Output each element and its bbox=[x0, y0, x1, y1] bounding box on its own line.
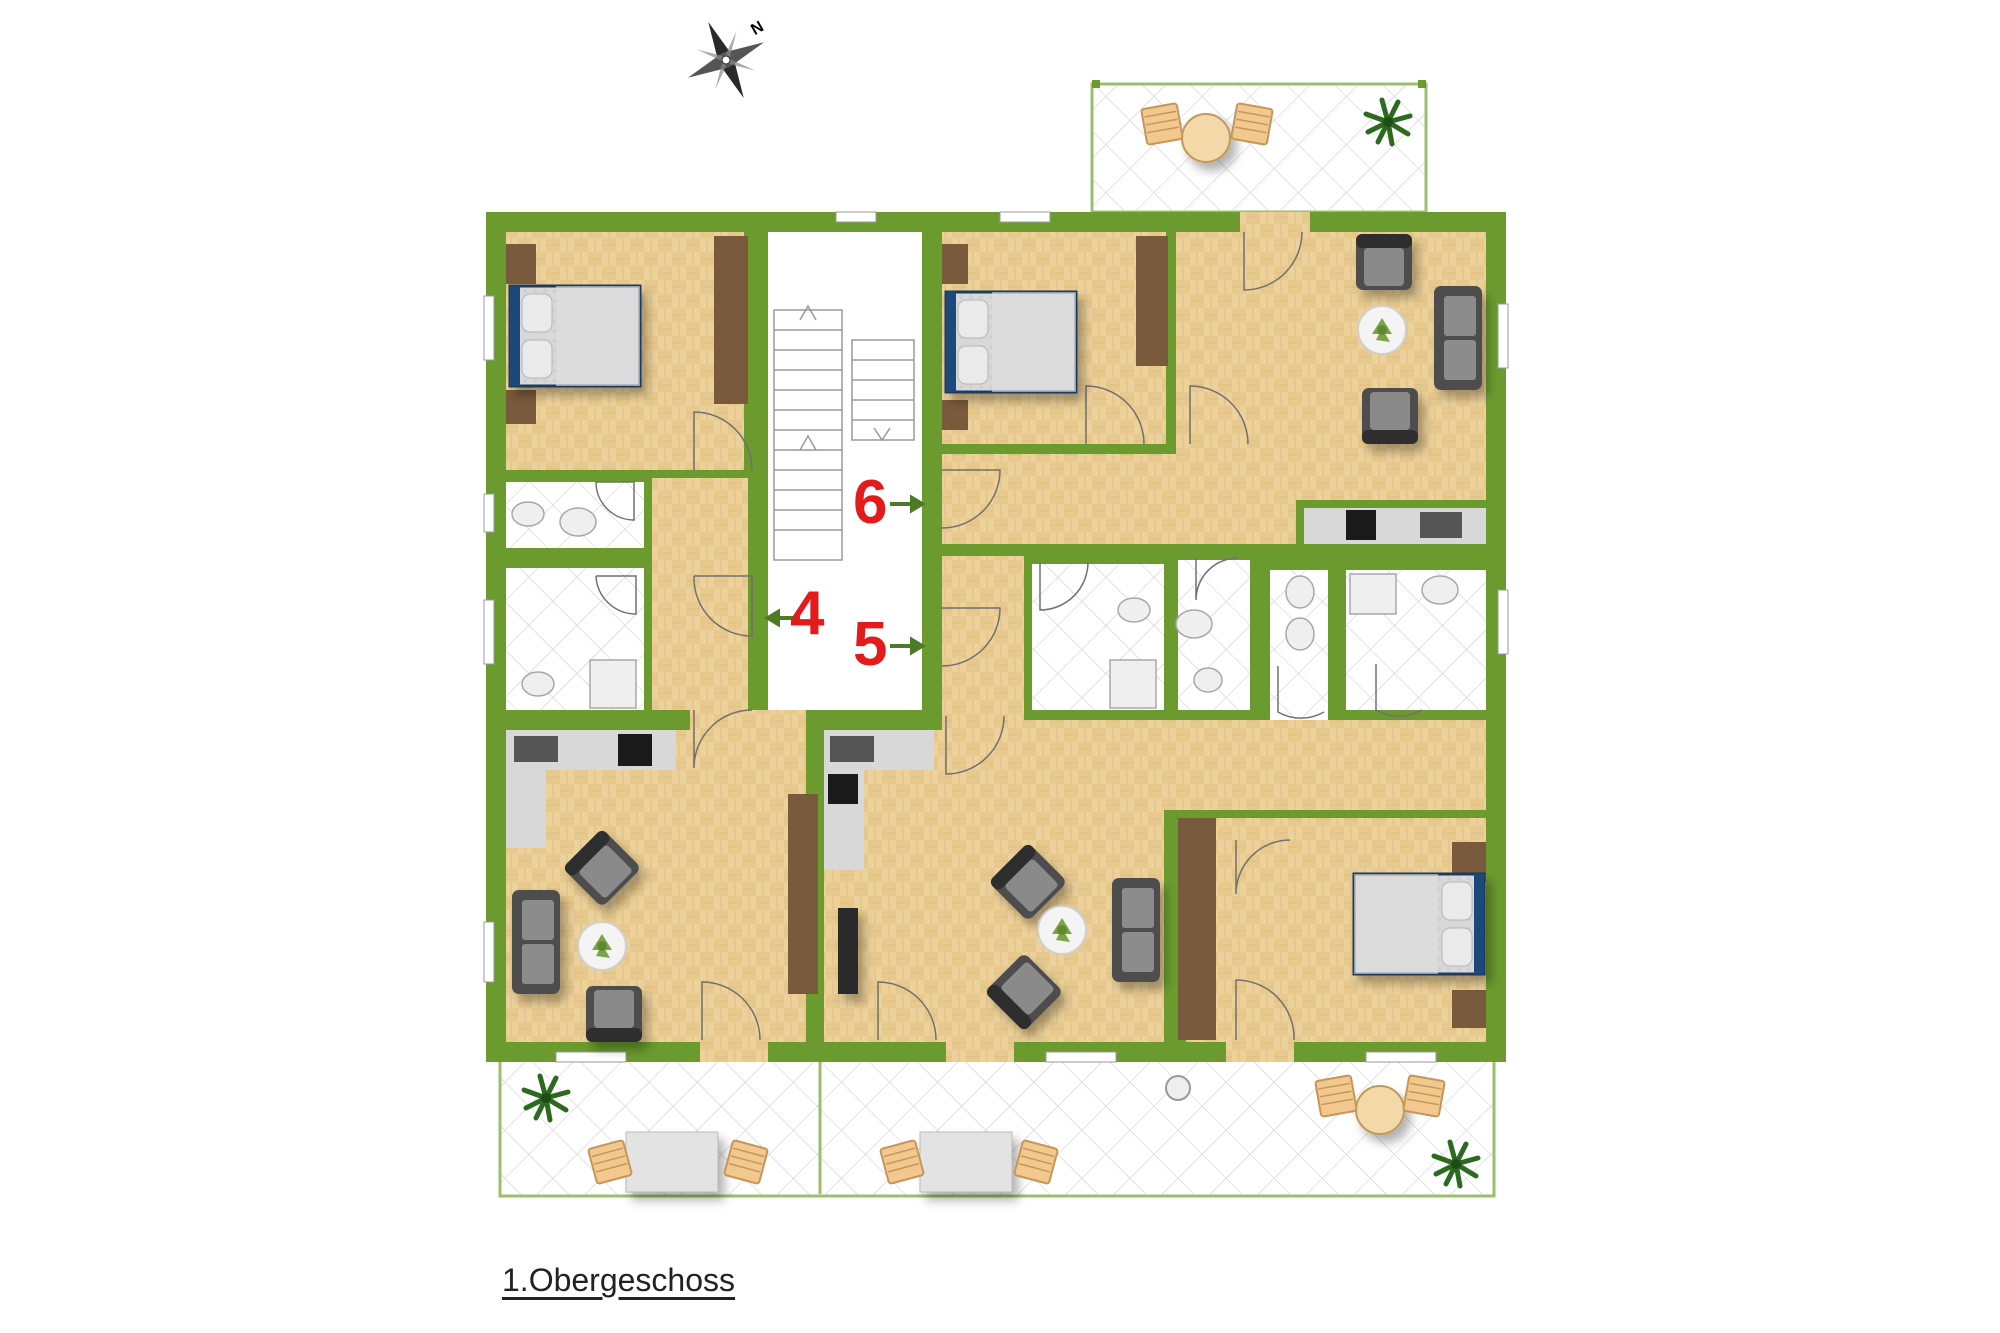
windows bbox=[483, 211, 1509, 1063]
apartment-label-6[interactable]: 6 bbox=[853, 468, 888, 537]
sanitary bbox=[511, 501, 1459, 709]
balcony-north bbox=[1090, 80, 1428, 214]
floor-title: 1.Obergeschoss bbox=[502, 1262, 736, 1298]
living-furniture bbox=[512, 234, 1482, 1042]
kitchens bbox=[506, 508, 1486, 870]
apartment-label-4[interactable]: 4 bbox=[790, 579, 825, 648]
staircase bbox=[768, 232, 922, 710]
balcony-doors bbox=[700, 212, 1310, 1062]
door-swings bbox=[595, 231, 1423, 1041]
entrance-arrows bbox=[764, 494, 926, 656]
compass-rose-icon bbox=[687, 21, 765, 99]
balcony-furniture bbox=[524, 100, 1478, 1193]
apartment-label-5[interactable]: 5 bbox=[853, 610, 888, 679]
